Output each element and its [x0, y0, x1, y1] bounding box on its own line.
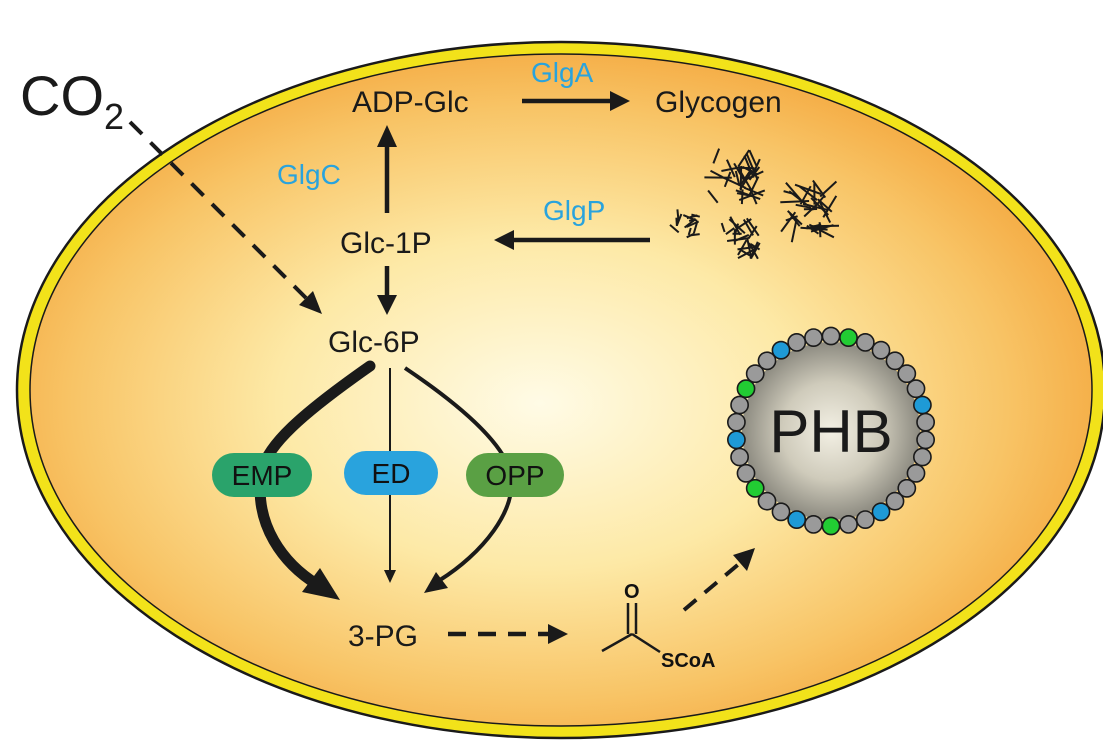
phb-bead-green	[736, 379, 756, 399]
co2-arrowhead	[299, 291, 322, 314]
phb-bead-blue	[727, 430, 746, 450]
phb-bead-green	[839, 328, 858, 348]
glga-label: GlgA	[531, 57, 594, 88]
glycogen-label: Glycogen	[655, 86, 782, 119]
phb-bead-grey	[771, 502, 791, 522]
cytoplasm	[29, 53, 1093, 727]
phb-bead-grey	[855, 332, 875, 352]
phb-bead-grey	[804, 515, 823, 534]
co2-label: CO2	[20, 64, 124, 137]
phb-bead-grey	[906, 463, 926, 483]
phb-bead-blue	[787, 510, 807, 529]
phb-label: PHB	[769, 398, 892, 465]
phb-bead-grey	[885, 351, 905, 371]
phb-bead-blue	[871, 502, 891, 522]
phb-bead-grey	[885, 491, 905, 511]
phb-granule	[742, 342, 920, 520]
phb-bead-grey	[897, 478, 917, 498]
pill-ed: ED	[344, 451, 438, 495]
phb-bead-grey	[906, 379, 926, 399]
phb-bead-grey	[736, 463, 756, 483]
phb-bead-grey	[839, 515, 858, 534]
pill-ed-label: ED	[372, 458, 411, 489]
pill-opp: OPP	[466, 453, 564, 497]
3pg-arrowhead	[548, 624, 568, 644]
glycogen-particles	[669, 148, 840, 260]
glycogen-cluster	[720, 216, 761, 260]
glc-1p-label: Glc-1P	[340, 227, 432, 260]
phb-bead-grey	[855, 510, 875, 529]
glgc-label: GlgC	[277, 159, 341, 190]
phb-bead-grey	[787, 332, 807, 352]
glycogen-cluster	[780, 179, 840, 243]
phb-bead-grey	[730, 447, 750, 467]
phb-bead-grey	[730, 395, 750, 415]
phb-bead-blue	[771, 340, 791, 360]
pill-opp-label: OPP	[485, 460, 544, 491]
acyl-oxygen-label: O	[624, 581, 640, 603]
glc1p-to-glc6p-arrowhead	[377, 295, 397, 315]
emp-arrowhead	[302, 568, 340, 600]
phb-bead-grey	[757, 491, 777, 511]
glgc-arrowhead	[377, 125, 397, 147]
3-pg-label: 3-PG	[348, 620, 418, 653]
adp-glc-label: ADP-Glc	[352, 86, 469, 119]
glgp-label: GlgP	[543, 195, 605, 226]
phb-bead-grey	[804, 328, 823, 348]
phb-bead-grey	[916, 430, 936, 450]
glgp-arrowhead	[494, 230, 514, 250]
acetylcoa-to-phb-arrow	[682, 561, 742, 612]
glc-6p-label: Glc-6P	[328, 326, 420, 359]
pill-emp-label: EMP	[232, 460, 293, 491]
phb-bead-grey	[727, 412, 746, 432]
ed-arrowhead	[384, 570, 396, 583]
phb-bead-green	[745, 478, 765, 498]
phb-bead-grey	[745, 364, 765, 384]
phb-bead-grey	[897, 364, 917, 384]
glga-arrowhead	[610, 91, 630, 111]
phb-bead-blue	[913, 395, 932, 415]
phb-bead-grey	[871, 340, 891, 360]
scoa-label: SCoA	[661, 650, 715, 672]
phb-bead-green	[821, 516, 841, 536]
phb-bead-grey	[757, 351, 777, 371]
phb-bead-grey	[916, 412, 936, 432]
acetyl-coa-structure: O SCoA	[601, 581, 715, 672]
phb-granule-beads	[727, 326, 936, 536]
glycogen-cluster	[704, 148, 766, 205]
glycogen-cluster	[669, 209, 701, 239]
co2-to-glc6p-arrow	[128, 120, 308, 300]
phb-bead-grey	[821, 326, 841, 346]
phb-bead-grey	[913, 447, 932, 467]
opp-arrowhead	[424, 572, 448, 593]
phb-arrowhead	[733, 548, 755, 571]
pill-emp: EMP	[212, 453, 312, 497]
